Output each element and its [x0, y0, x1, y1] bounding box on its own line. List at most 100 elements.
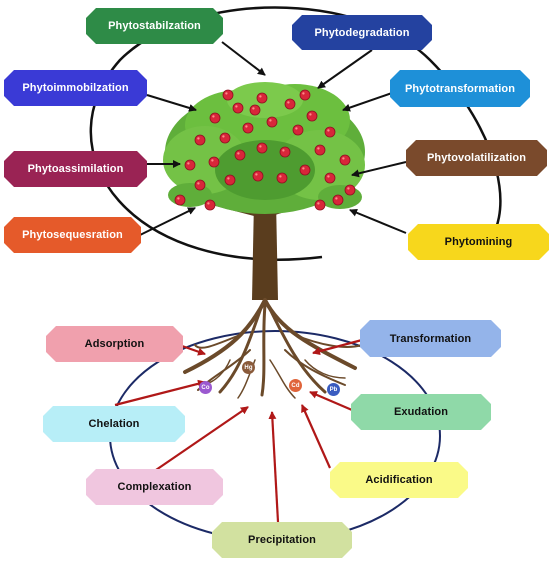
apple [339, 154, 351, 166]
apple [292, 124, 304, 136]
phytovolatilization-box: Phytovolatilization [406, 140, 547, 176]
apple-highlight [287, 101, 290, 104]
apple-highlight [212, 115, 215, 118]
apple [224, 174, 236, 186]
precipitation-box: Precipitation [212, 522, 352, 558]
phytodegradation-box: Phytodegradation [292, 15, 432, 50]
apple-highlight [187, 162, 190, 165]
metal-cd-symbol: Cd [291, 382, 300, 389]
metal-co-symbol: Co [201, 384, 210, 391]
phytotransformation-box: Phytotransformation [390, 70, 530, 107]
apple [266, 116, 278, 128]
metal-pb: Pb [327, 383, 340, 396]
apple [284, 98, 296, 110]
apple-highlight [327, 175, 330, 178]
apple [184, 159, 196, 171]
top-arrows [139, 41, 407, 236]
adsorption-label: Adsorption [84, 338, 145, 350]
apple-highlight [255, 173, 258, 176]
acidification-box: Acidification [330, 462, 468, 498]
phytoassimilation-box: Phytoassimilation [4, 151, 147, 187]
apple-highlight [252, 107, 255, 110]
apple-highlight [211, 159, 214, 162]
apple [208, 156, 220, 168]
apple-highlight [302, 92, 305, 95]
apple [234, 149, 246, 161]
apple-highlight [279, 175, 282, 178]
apple [324, 172, 336, 184]
apple-highlight [259, 145, 262, 148]
apple-highlight [302, 167, 305, 170]
apple-highlight [197, 182, 200, 185]
apple-highlight [327, 129, 330, 132]
apple-highlight [317, 147, 320, 150]
phytoimmobilzation-box: Phytoimmobilzation [4, 70, 147, 106]
apple [299, 89, 311, 101]
phytosequesration-box: Phytosequesration [4, 217, 141, 253]
phytotransformation-label: Phytotransformation [404, 82, 516, 95]
chelation-label: Chelation [88, 418, 140, 430]
metal-co: Co [199, 381, 212, 394]
apple [279, 146, 291, 158]
transformation-label: Transformation [389, 332, 472, 345]
phytostabilzation-label: Phytostabilzation [108, 20, 201, 32]
apple [314, 199, 326, 211]
metal-cd: Cd [289, 379, 302, 392]
apple [232, 102, 244, 114]
phytodegradation-label: Phytodegradation [314, 26, 410, 39]
acidification-label: Acidification [365, 474, 433, 486]
apple [242, 122, 254, 134]
complexation-box: Complexation [86, 469, 223, 505]
apple [209, 112, 221, 124]
apple-highlight [317, 202, 320, 205]
phytomining-label: Phytomining [444, 236, 513, 248]
apple-highlight [222, 135, 225, 138]
tree-roots [183, 298, 363, 399]
apple-highlight [342, 157, 345, 160]
apple-highlight [235, 105, 238, 108]
transformation-box: Transformation [360, 320, 501, 357]
apple [249, 104, 261, 116]
apple [194, 134, 206, 146]
metal-hg-symbol: Hg [244, 364, 253, 371]
apple-highlight [227, 177, 230, 180]
apple [252, 170, 264, 182]
apple [256, 142, 268, 154]
apple [276, 172, 288, 184]
precipitation-label: Precipitation [248, 534, 316, 546]
metal-pb-symbol: Pb [329, 386, 338, 393]
metal-hg: Hg [242, 361, 255, 374]
apple-highlight [237, 152, 240, 155]
exudation-box: Exudation [351, 394, 491, 430]
complexation-label: Complexation [117, 481, 192, 493]
apple [174, 194, 186, 206]
apple-highlight [225, 92, 228, 95]
adsorption-box: Adsorption [46, 326, 183, 362]
phytostabilzation-box: Phytostabilzation [86, 8, 223, 44]
apple [222, 89, 234, 101]
apple [219, 132, 231, 144]
apple [299, 164, 311, 176]
apple-highlight [259, 95, 262, 98]
apple-highlight [269, 119, 272, 122]
apple [332, 194, 344, 206]
apple-highlight [197, 137, 200, 140]
apple-highlight [335, 197, 338, 200]
apple [194, 179, 206, 191]
phytoimmobilzation-label: Phytoimmobilzation [22, 82, 129, 94]
root-arrows [114, 338, 363, 523]
apple-highlight [295, 127, 298, 130]
chelation-box: Chelation [43, 406, 185, 442]
apple [324, 126, 336, 138]
phytoassimilation-label: Phytoassimilation [27, 163, 124, 175]
apple-highlight [309, 113, 312, 116]
phytovolatilization-label: Phytovolatilization [426, 152, 527, 164]
apple [306, 110, 318, 122]
apple [314, 144, 326, 156]
apple-highlight [245, 125, 248, 128]
phytomining-box: Phytomining [408, 224, 549, 260]
phytosequesration-label: Phytosequesration [22, 229, 123, 241]
apple [256, 92, 268, 104]
